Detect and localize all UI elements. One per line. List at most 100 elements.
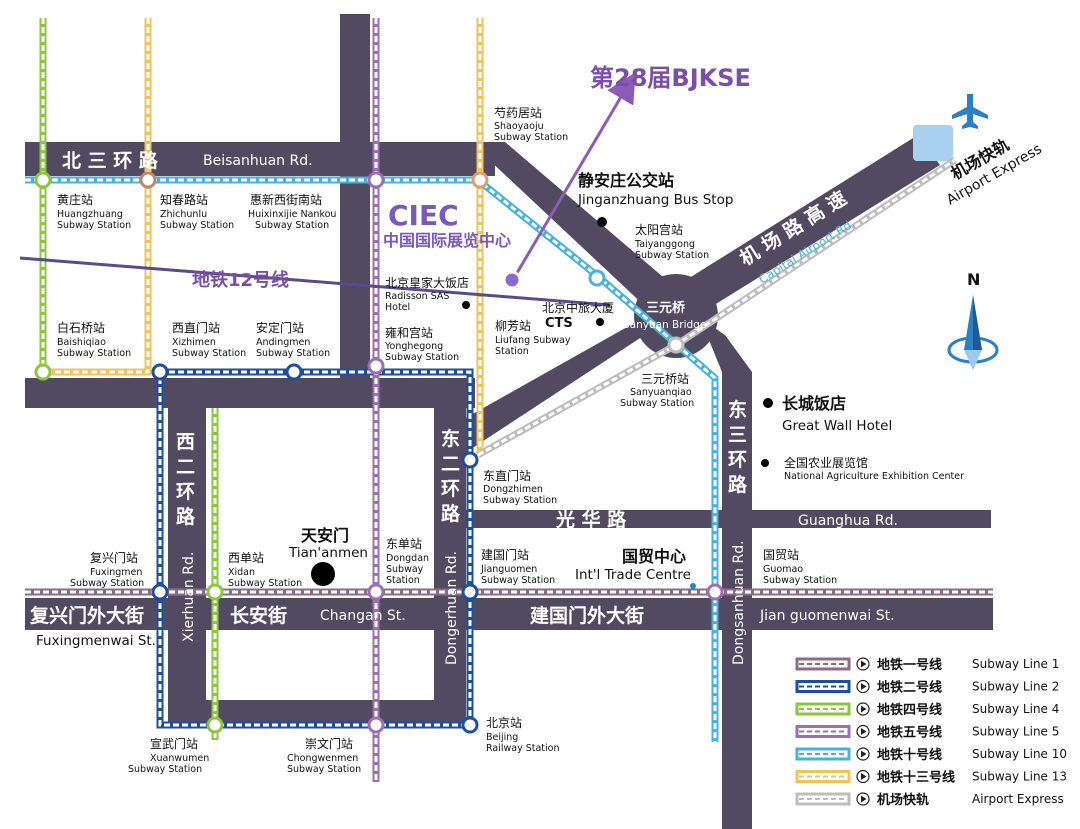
node-sanyuanqiao[interactable] bbox=[667, 336, 685, 354]
node-shaoyaoju[interactable] bbox=[471, 171, 489, 189]
legend-label-en: Subway Line 10 bbox=[972, 747, 1067, 761]
station-labels: 黄庄站 Huangzhuang Subway Station 知春路站 Zhic… bbox=[57, 106, 837, 775]
svg-text:Guomao: Guomao bbox=[763, 564, 803, 575]
play-icon-triangle bbox=[861, 750, 867, 758]
svg-text:Subway: Subway bbox=[386, 564, 424, 575]
station-xidan[interactable]: 西单站 Xidan Subway Station bbox=[228, 551, 302, 589]
ciec-abbr: CIEC bbox=[388, 199, 459, 232]
node-xuanwumen[interactable] bbox=[206, 716, 224, 734]
svg-text:西单站: 西单站 bbox=[228, 551, 264, 565]
svg-text:西: 西 bbox=[176, 431, 195, 453]
line-13 bbox=[43, 18, 484, 455]
svg-text:路: 路 bbox=[728, 473, 748, 496]
station-guomao[interactable]: 国贸站 Guomao Subway Station bbox=[763, 548, 837, 586]
svg-text:Subway Station: Subway Station bbox=[256, 348, 330, 359]
node-andingmen[interactable] bbox=[285, 363, 303, 381]
road-west-2nd-ring bbox=[168, 380, 206, 720]
station-beijing-rail[interactable]: 北京站 Beijing Railway Station bbox=[486, 716, 560, 754]
node-beijing-rail[interactable] bbox=[461, 716, 479, 734]
node-chongwenmen[interactable] bbox=[367, 716, 385, 734]
agri-en: National Agriculture Exhibition Center bbox=[784, 471, 964, 482]
airport-terminal bbox=[913, 125, 953, 161]
station-andingmen[interactable]: 安定门站 Andingmen Subway Station bbox=[256, 320, 330, 359]
svg-text:Subway Station: Subway Station bbox=[57, 348, 131, 359]
station-dongdan[interactable]: 东单站 Dongdan Subway Station bbox=[386, 537, 429, 586]
node-dongzhimen[interactable] bbox=[461, 451, 479, 469]
legend-label-en: Subway Line 4 bbox=[972, 702, 1059, 716]
trade-cn: 国贸中心 bbox=[622, 547, 686, 566]
svg-text:Baishiqiao: Baishiqiao bbox=[57, 337, 106, 348]
dot-trade bbox=[690, 583, 696, 589]
node-xizhimen[interactable] bbox=[151, 363, 169, 381]
legend-label-cn: 地铁十三号线 bbox=[877, 770, 955, 786]
svg-text:Subway Station: Subway Station bbox=[763, 575, 837, 586]
node-dongdan[interactable] bbox=[367, 583, 385, 601]
dot-agri bbox=[761, 459, 769, 467]
station-yonghegong[interactable]: 雍和宫站 Yonghegong Subway Station bbox=[384, 325, 459, 363]
label-xibahe: 西坝河站 bbox=[530, 259, 566, 271]
svg-text:Shaoyaoju: Shaoyaoju bbox=[494, 121, 544, 132]
station-jianguomen[interactable]: 建国门站 Jianguomen Subway Station bbox=[480, 547, 555, 586]
label-guanghua-cn: 光 华 路 bbox=[555, 508, 627, 531]
station-fuxingmen[interactable]: 复兴门站 Fuxingmen Subway Station bbox=[70, 550, 144, 589]
station-shaoyaoju[interactable]: 芍药居站 Shaoyaoju Subway Station bbox=[494, 106, 568, 143]
play-icon bbox=[856, 724, 870, 739]
jinganzhuang-cn: 静安庄公交站 bbox=[578, 171, 674, 190]
node-taiyanggong[interactable] bbox=[588, 269, 606, 287]
station-dongzhimen[interactable]: 东直门站 Dongzhimen Subway Station bbox=[483, 468, 557, 506]
svg-text:太阳宫站: 太阳宫站 bbox=[635, 222, 683, 237]
svg-text:白石桥站: 白石桥站 bbox=[57, 320, 105, 335]
node-fuxingmen[interactable] bbox=[151, 583, 169, 601]
label-east-2nd-en: Dongerhuan Rd. bbox=[444, 551, 460, 665]
svg-text:黄庄站: 黄庄站 bbox=[57, 192, 93, 207]
station-liufang[interactable]: 柳芳站 Liufang Subway Station bbox=[495, 319, 571, 357]
svg-text:建国门站: 建国门站 bbox=[481, 547, 529, 562]
node-guomao[interactable] bbox=[706, 583, 724, 601]
trade-en: Int'l Trade Centre bbox=[575, 567, 691, 583]
svg-text:国贸站: 国贸站 bbox=[763, 548, 799, 562]
svg-text:惠新西街南站: 惠新西街南站 bbox=[250, 192, 322, 207]
svg-text:Dongdan: Dongdan bbox=[386, 553, 429, 564]
node-jianguomen[interactable] bbox=[461, 583, 479, 601]
ciec-cn: 中国国际展览中心 bbox=[383, 231, 511, 250]
node-yonghegong[interactable] bbox=[367, 357, 385, 375]
label-north-3rd-en: Beisanhuan Rd. bbox=[203, 153, 313, 169]
station-sanyuanqiao[interactable]: 三元桥站 Sanyuanqiao Subway Station bbox=[620, 372, 694, 409]
svg-text:Fuxingmen: Fuxingmen bbox=[90, 567, 142, 578]
station-taiyanggong[interactable]: 太阳宫站 Taiyanggong Subway Station bbox=[634, 222, 709, 261]
road-south-2nd-ring bbox=[168, 700, 466, 722]
play-icon bbox=[856, 792, 870, 806]
node-xibahe[interactable] bbox=[502, 270, 522, 290]
svg-text:东: 东 bbox=[441, 427, 460, 450]
station-huixinxijie[interactable]: 惠新西街南站 Huixinxijie Nankou Subway Station bbox=[248, 192, 336, 231]
node-huixinxijie[interactable] bbox=[367, 171, 385, 189]
road-north-3rd-ring-diagonal bbox=[470, 142, 690, 325]
station-xizhimen[interactable]: 西直门站 Xizhimen Subway Station bbox=[172, 320, 246, 359]
label-changan-en: Changan St. bbox=[320, 608, 406, 624]
svg-text:路: 路 bbox=[176, 505, 196, 528]
node-xidan[interactable] bbox=[206, 583, 224, 601]
svg-text:Subway Station: Subway Station bbox=[228, 578, 302, 589]
station-xuanwumen[interactable]: 宣武门站 Xuanwumen Subway Station bbox=[128, 736, 209, 775]
node-baishiqiao[interactable] bbox=[34, 363, 52, 381]
cts-en: CTS bbox=[545, 316, 573, 331]
station-baishiqiao[interactable]: 白石桥站 Baishiqiao Subway Station bbox=[57, 320, 131, 359]
svg-text:Xidan: Xidan bbox=[228, 567, 255, 578]
svg-text:东: 东 bbox=[728, 398, 747, 421]
station-huangzhuang[interactable]: 黄庄站 Huangzhuang Subway Station bbox=[57, 192, 131, 231]
jinganzhuang-en: Jinganzhuang Bus Stop bbox=[577, 192, 733, 208]
station-zhichunlu[interactable]: 知春路站 Zhichunlu Subway Station bbox=[160, 192, 234, 231]
play-icon-triangle bbox=[861, 773, 867, 780]
svg-text:Subway Station: Subway Station bbox=[57, 220, 131, 231]
node-zhichunlu[interactable] bbox=[139, 171, 157, 189]
station-chongwenmen[interactable]: 崇文门站 Chongwenmen Subway Station bbox=[287, 736, 361, 775]
node-huangzhuang[interactable] bbox=[34, 171, 52, 189]
compass-n-label: N bbox=[967, 270, 980, 289]
label-guanghua-en: Guanghua Rd. bbox=[798, 513, 898, 529]
label-changan-cn: 长安街 bbox=[230, 604, 287, 627]
